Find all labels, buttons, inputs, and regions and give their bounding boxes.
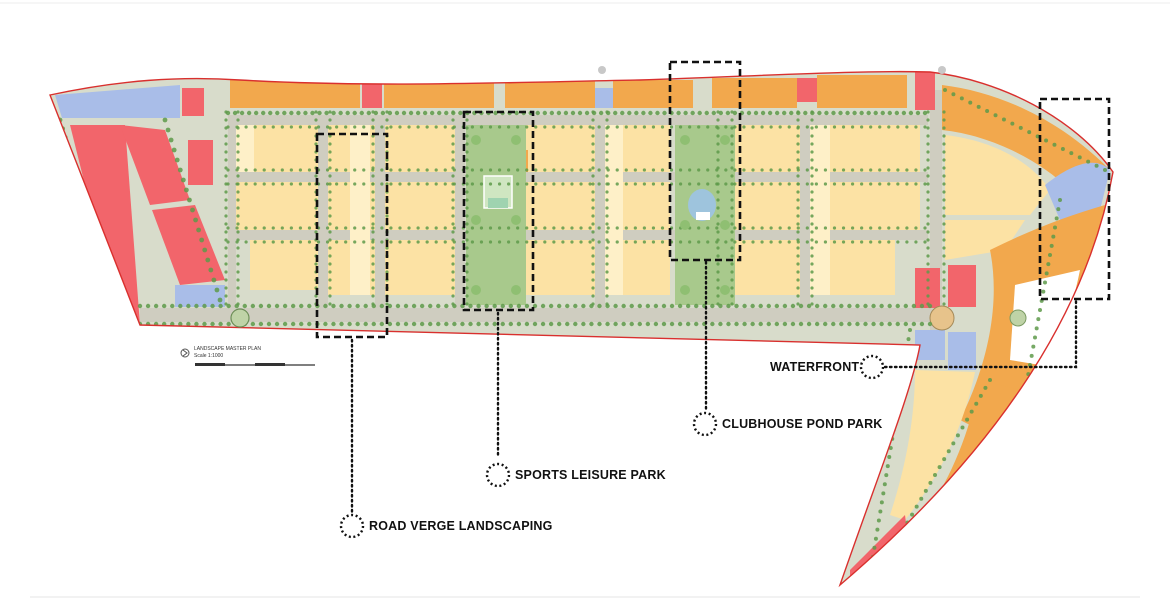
waterfront-label: WATERFRONT: [770, 360, 859, 374]
road-verge-frame: [315, 132, 389, 339]
residential-blocks: [236, 125, 920, 295]
clubhouse-park-area: [675, 125, 735, 305]
commercial-strip: [230, 72, 935, 110]
clubhouse-pond-label: CLUBHOUSE POND PARK: [722, 417, 883, 431]
sports-park-frame: [462, 110, 535, 312]
legend-title: LANDSCAPE MASTER PLAN: [194, 346, 261, 352]
left-district: [55, 85, 225, 325]
callout-clubhouse-pond: CLUBHOUSE POND PARK: [692, 411, 883, 437]
waterfront-frame: [1038, 97, 1111, 301]
clubhouse-pond-marker: [692, 411, 718, 437]
callout-sports-leisure: SPORTS LEISURE PARK: [485, 462, 666, 488]
callout-leaders: [350, 260, 1078, 514]
callout-frames: [315, 60, 1111, 339]
callout-waterfront: WATERFRONT: [770, 354, 885, 380]
sports-leisure-label: SPORTS LEISURE PARK: [515, 468, 666, 482]
sports-leisure-marker: [485, 462, 511, 488]
plan-legend: LANDSCAPE MASTER PLAN Scale 1:1000: [180, 346, 315, 366]
sports-park-area: [466, 125, 526, 305]
road-verge-label: ROAD VERGE LANDSCAPING: [369, 519, 553, 533]
callout-road-verge: ROAD VERGE LANDSCAPING: [339, 513, 553, 539]
legend-scale: Scale 1:1000: [194, 353, 223, 359]
road-verge-marker: [339, 513, 365, 539]
clubhouse-park-frame: [668, 60, 742, 262]
waterfront-marker: [859, 354, 885, 380]
site-area: [49, 66, 1114, 586]
